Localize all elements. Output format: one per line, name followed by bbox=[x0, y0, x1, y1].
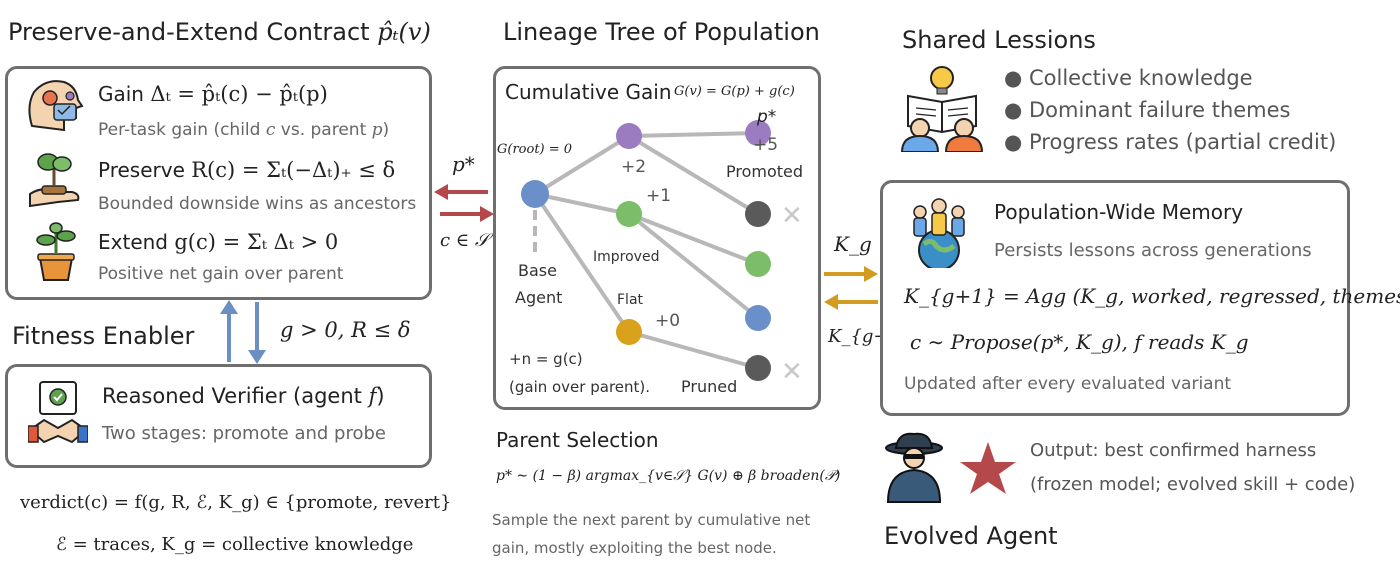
root-formula: G(root) = 0 bbox=[497, 142, 573, 157]
memory-arrows bbox=[824, 266, 878, 310]
plus1-label: +1 bbox=[646, 186, 671, 206]
cumulative-gain-label: Cumulative Gain bbox=[505, 80, 672, 104]
lessons-title: Shared Lessions bbox=[902, 26, 1096, 54]
node-flat bbox=[616, 319, 642, 345]
root-node bbox=[521, 180, 549, 208]
head-gears-icon bbox=[28, 80, 84, 132]
gain-row: Gain Δₜ = p̂ₜ(c) − p̂ₜ(p) bbox=[98, 82, 328, 106]
list-item: ● Collective knowledge bbox=[1004, 66, 1253, 90]
node-green-child bbox=[745, 251, 771, 277]
tree-edges bbox=[533, 131, 760, 370]
gain-sub: Per-task gain (child c vs. parent p) bbox=[98, 120, 390, 140]
verdict-formula: verdict(c) = f(g, R, ℰ, K_g) ∈ {promote,… bbox=[20, 492, 452, 513]
potted-plant-icon bbox=[36, 222, 76, 281]
node-plus2 bbox=[616, 123, 642, 149]
list-item: ● Progress rates (partial credit) bbox=[1004, 130, 1337, 154]
memory-formula-1: K_{g+1} = Agg (K_g, worked, regressed, t… bbox=[904, 284, 1400, 308]
agent-icon bbox=[886, 468, 942, 503]
node-promoted bbox=[745, 120, 771, 146]
gain-note-2: (gain over parent). bbox=[509, 378, 650, 396]
fitness-arrows bbox=[220, 300, 266, 364]
reading-people-icon bbox=[900, 66, 984, 152]
plus0-label: +0 bbox=[655, 311, 680, 331]
parent-selection-formula: p* ∼ (1 − β) argmax_{v∈𝒮} G(v) ⊕ β broad… bbox=[496, 468, 841, 484]
flat-label: Flat bbox=[617, 292, 644, 308]
parent-selection-desc-2: gain, mostly exploiting the best node. bbox=[492, 539, 777, 557]
preserve-sub: Bounded downside wins as ancestors bbox=[98, 194, 417, 214]
extend-sub: Positive net gain over parent bbox=[98, 264, 344, 284]
output-line-1: Output: best confirmed harness bbox=[1030, 440, 1317, 461]
promoted-label: Promoted bbox=[726, 162, 803, 181]
knowledge-formula: ℰ = traces, K_g = collective knowledge bbox=[56, 534, 414, 555]
lessons-list: ● Collective knowledge ● Dominant failur… bbox=[1004, 66, 1336, 162]
cumulative-gain-formula: G(v) = G(p) + g(c) bbox=[674, 84, 795, 99]
memory-formula-2: c ∼ Propose(p*, K_g), f reads K_g bbox=[910, 330, 1249, 354]
lineage-tree: ✕ ✕ p* +5 Promoted +2 +1 Improved Flat +… bbox=[509, 107, 803, 396]
node-blue-child bbox=[745, 305, 771, 331]
p-star-node-label: p* bbox=[756, 107, 776, 127]
verifier-title: Reasoned Verifier (agent f) bbox=[102, 384, 385, 408]
evolved-agent-label: Evolved Agent bbox=[884, 522, 1058, 550]
improved-label: Improved bbox=[593, 249, 659, 265]
plant-in-hand-icon bbox=[29, 153, 80, 208]
extend-row: Extend g(c) = Σₜ Δₜ > 0 bbox=[98, 230, 339, 254]
verifier-sub: Two stages: promote and probe bbox=[102, 423, 386, 444]
parent-selection-desc-1: Sample the next parent by cumulative net bbox=[492, 511, 811, 529]
tree-title: Lineage Tree of Population bbox=[503, 18, 820, 46]
output-line-2: (frozen model; evolved skill + code) bbox=[1030, 474, 1356, 495]
memory-footer: Updated after every evaluated variant bbox=[904, 374, 1232, 394]
agent-label: Agent bbox=[515, 288, 562, 307]
cross-icon: ✕ bbox=[781, 357, 803, 387]
list-item: ● Dominant failure themes bbox=[1004, 98, 1291, 122]
gain-note-1: +n = g(c) bbox=[509, 350, 583, 368]
k-g-label: K_g bbox=[834, 232, 872, 256]
p-star-label: p* bbox=[452, 152, 475, 176]
contract-tree-arrows bbox=[434, 184, 494, 222]
plus5-label: +5 bbox=[753, 135, 778, 155]
node-pruned-top bbox=[745, 201, 771, 227]
output-icons bbox=[885, 432, 1016, 503]
memory-sub: Persists lessons across generations bbox=[994, 240, 1312, 261]
base-label: Base bbox=[518, 261, 557, 280]
preserve-row: Preserve R(c) = Σₜ(−Δₜ)₊ ≤ δ bbox=[98, 158, 396, 182]
node-pruned bbox=[745, 355, 771, 381]
fitness-enabler-label: Fitness Enabler bbox=[12, 322, 195, 350]
pruned-label: Pruned bbox=[681, 377, 737, 396]
cross-icon: ✕ bbox=[781, 201, 803, 231]
fitness-condition: g > 0, R ≤ δ bbox=[280, 318, 411, 342]
handshake-certificate-icon bbox=[28, 381, 88, 444]
verifier-box bbox=[5, 364, 432, 468]
star-icon bbox=[960, 442, 1016, 494]
parent-selection-title: Parent Selection bbox=[496, 428, 659, 452]
node-plus1 bbox=[616, 201, 642, 227]
c-in-s-label: c ∈ 𝒮 bbox=[440, 230, 489, 251]
plus2-label: +2 bbox=[621, 157, 646, 177]
memory-title: Population-Wide Memory bbox=[994, 200, 1244, 224]
contract-title: Preserve-and-Extend Contract p̂ₜ(v) bbox=[8, 18, 431, 46]
population-globe-icon bbox=[913, 198, 965, 268]
